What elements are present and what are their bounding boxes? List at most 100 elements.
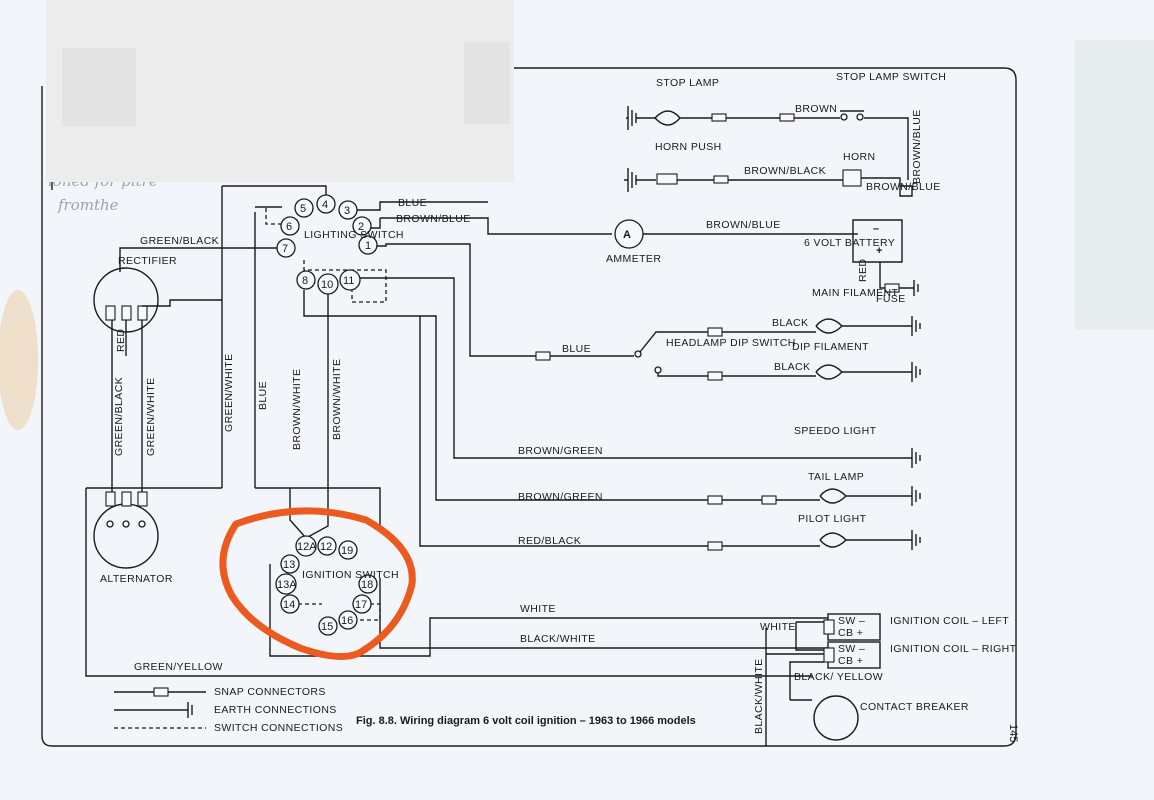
wire-label-brown-blue: BROWN/BLUE xyxy=(911,109,923,184)
legend xyxy=(114,687,206,729)
coil-right-sw: SW – xyxy=(838,643,865,655)
wire-label-brown: BROWN xyxy=(795,103,837,115)
wire-label-brown-blue: BROWN/BLUE xyxy=(866,181,941,193)
battery-negative: – xyxy=(873,223,879,235)
terminal-label: 5 xyxy=(300,203,306,215)
battery-positive: + xyxy=(876,245,882,257)
wire-label-brown-green: BROWN/GREEN xyxy=(518,491,603,503)
ignition-coil-left-label: IGNITION COIL – LEFT xyxy=(890,615,1009,627)
wire-label-brown-black: BROWN/BLACK xyxy=(744,165,826,177)
wire-label-green-white: GREEN/WHITE xyxy=(145,378,157,457)
wire-label-black-yellow: BLACK/ YELLOW xyxy=(794,671,883,683)
horn-circuit xyxy=(624,168,913,197)
wire-label-black-white: BLACK/WHITE xyxy=(520,633,596,645)
wire-label-black-white: BLACK/WHITE xyxy=(753,658,765,734)
paper-stain xyxy=(0,290,38,430)
terminal-label: 17 xyxy=(355,599,367,611)
terminal-label: 14 xyxy=(283,599,295,611)
rectifier-label: RECTIFIER xyxy=(118,255,177,267)
terminal-label: 6 xyxy=(286,221,292,233)
terminal-label: 8 xyxy=(302,275,308,287)
wire-label-brown-white: BROWN/WHITE xyxy=(291,369,303,450)
terminal-label: 12A xyxy=(297,541,317,553)
tail-lamp-circuit xyxy=(707,486,921,506)
stop-lamp-switch-label: STOP LAMP SWITCH xyxy=(836,71,946,83)
terminal-label: 1 xyxy=(365,240,371,252)
rectifier xyxy=(93,267,222,492)
wire-label-black: BLACK xyxy=(774,361,810,373)
lighting-switch-label: LIGHTING SWITCH xyxy=(304,229,404,241)
paper-note-overlay xyxy=(62,48,136,126)
page-number: 145 xyxy=(1007,724,1019,742)
horn-label: HORN xyxy=(843,151,876,163)
terminal-label: 4 xyxy=(322,199,328,211)
wire-label-red: RED xyxy=(857,259,869,282)
alternator xyxy=(85,487,812,677)
wire-label-white: WHITE xyxy=(520,603,556,615)
fuse-label: FUSE xyxy=(876,293,906,305)
ignition-coil-right-label: IGNITION COIL – RIGHT xyxy=(890,643,1017,655)
coil-left-cb: CB + xyxy=(838,627,863,639)
scan-shadow xyxy=(1075,40,1154,330)
stop-lamp-circuit xyxy=(626,106,909,180)
terminal-label: 7 xyxy=(282,243,288,255)
tail-lamp-label: TAIL LAMP xyxy=(808,471,864,483)
speedo-light-label: SPEEDO LIGHT xyxy=(794,425,877,437)
wire-label-brown-white: BROWN/WHITE xyxy=(331,359,343,440)
paper-note-overlay xyxy=(464,42,510,124)
horn-push-label: HORN PUSH xyxy=(655,141,722,153)
terminal-label: 2 xyxy=(358,221,364,233)
annotation-circle xyxy=(219,507,416,661)
headlamp-dip-switch-label: HEADLAMP DIP SWITCH xyxy=(666,337,796,349)
ignition-coils xyxy=(765,613,881,746)
main-filament-label: MAIN FILAMENT xyxy=(812,287,898,299)
wire-label-white: WHITE xyxy=(760,621,796,633)
wire-label-green-black: GREEN/BLACK xyxy=(113,377,125,456)
alternator-label: ALTERNATOR xyxy=(100,573,173,585)
lighting-switch-terminals: 1 2 3 4 5 6 7 8 10 11 xyxy=(276,194,378,295)
terminal-label: 13A xyxy=(277,579,297,591)
contact-breaker-label: CONTACT BREAKER xyxy=(860,701,969,713)
legend-earth-connections: EARTH CONNECTIONS xyxy=(214,704,337,716)
wire-label-blue: BLUE xyxy=(398,197,427,209)
wire-label-green-yellow: GREEN/YELLOW xyxy=(134,661,223,673)
figure-caption: Fig. 8.8. Wiring diagram 6 volt coil ign… xyxy=(356,715,696,727)
pilot-light-circuit xyxy=(419,316,921,551)
wire-label-blue: BLUE xyxy=(257,381,269,410)
terminal-label: 12 xyxy=(320,541,332,553)
speedo-light-circuit xyxy=(911,448,921,468)
coil-left-sw: SW – xyxy=(838,615,865,627)
terminal-label: 13 xyxy=(283,559,295,571)
ignition-switch-terminals: 12A 12 19 13 13A 18 14 17 15 16 xyxy=(275,535,378,636)
wire-label-black: BLACK xyxy=(772,317,808,329)
wire-label-green-black: GREEN/BLACK xyxy=(140,235,219,247)
legend-snap-connectors: SNAP CONNECTORS xyxy=(214,686,326,698)
terminal-label: 19 xyxy=(341,545,353,557)
terminal-label: 18 xyxy=(361,579,373,591)
coil-right-cb: CB + xyxy=(838,655,863,667)
ammeter-battery-circuit xyxy=(380,217,919,296)
ammeter-symbol: A xyxy=(623,229,631,241)
ignition-switch-label: IGNITION SWITCH xyxy=(302,569,399,581)
terminal-label: 11 xyxy=(343,275,354,287)
pilot-light-label: PILOT LIGHT xyxy=(798,513,867,525)
legend-switch-connections: SWITCH CONNECTIONS xyxy=(214,722,343,734)
terminal-label: 3 xyxy=(344,205,350,217)
wire-label-blue: BLUE xyxy=(562,343,591,355)
wire-label-red: RED xyxy=(115,329,127,352)
headlamp-circuit xyxy=(535,316,921,382)
ammeter-label: AMMETER xyxy=(606,253,661,265)
terminal-label: 15 xyxy=(321,621,333,633)
wire-label-brown-blue: BROWN/BLUE xyxy=(706,219,781,231)
wire-label-brown-blue: BROWN/BLUE xyxy=(396,213,471,225)
stop-lamp-label: STOP LAMP xyxy=(656,77,719,89)
wire-label-green-white: GREEN/WHITE xyxy=(223,354,235,433)
wire-label-brown-green: BROWN/GREEN xyxy=(518,445,603,457)
ignition-switch xyxy=(269,488,828,657)
dip-filament-label: DIP FILAMENT xyxy=(792,341,869,353)
wire-label-red-black: RED/BLACK xyxy=(518,535,581,547)
terminal-label: 16 xyxy=(341,615,353,627)
handwritten-note: fromthe xyxy=(57,196,119,214)
lighting-switch xyxy=(119,185,912,502)
